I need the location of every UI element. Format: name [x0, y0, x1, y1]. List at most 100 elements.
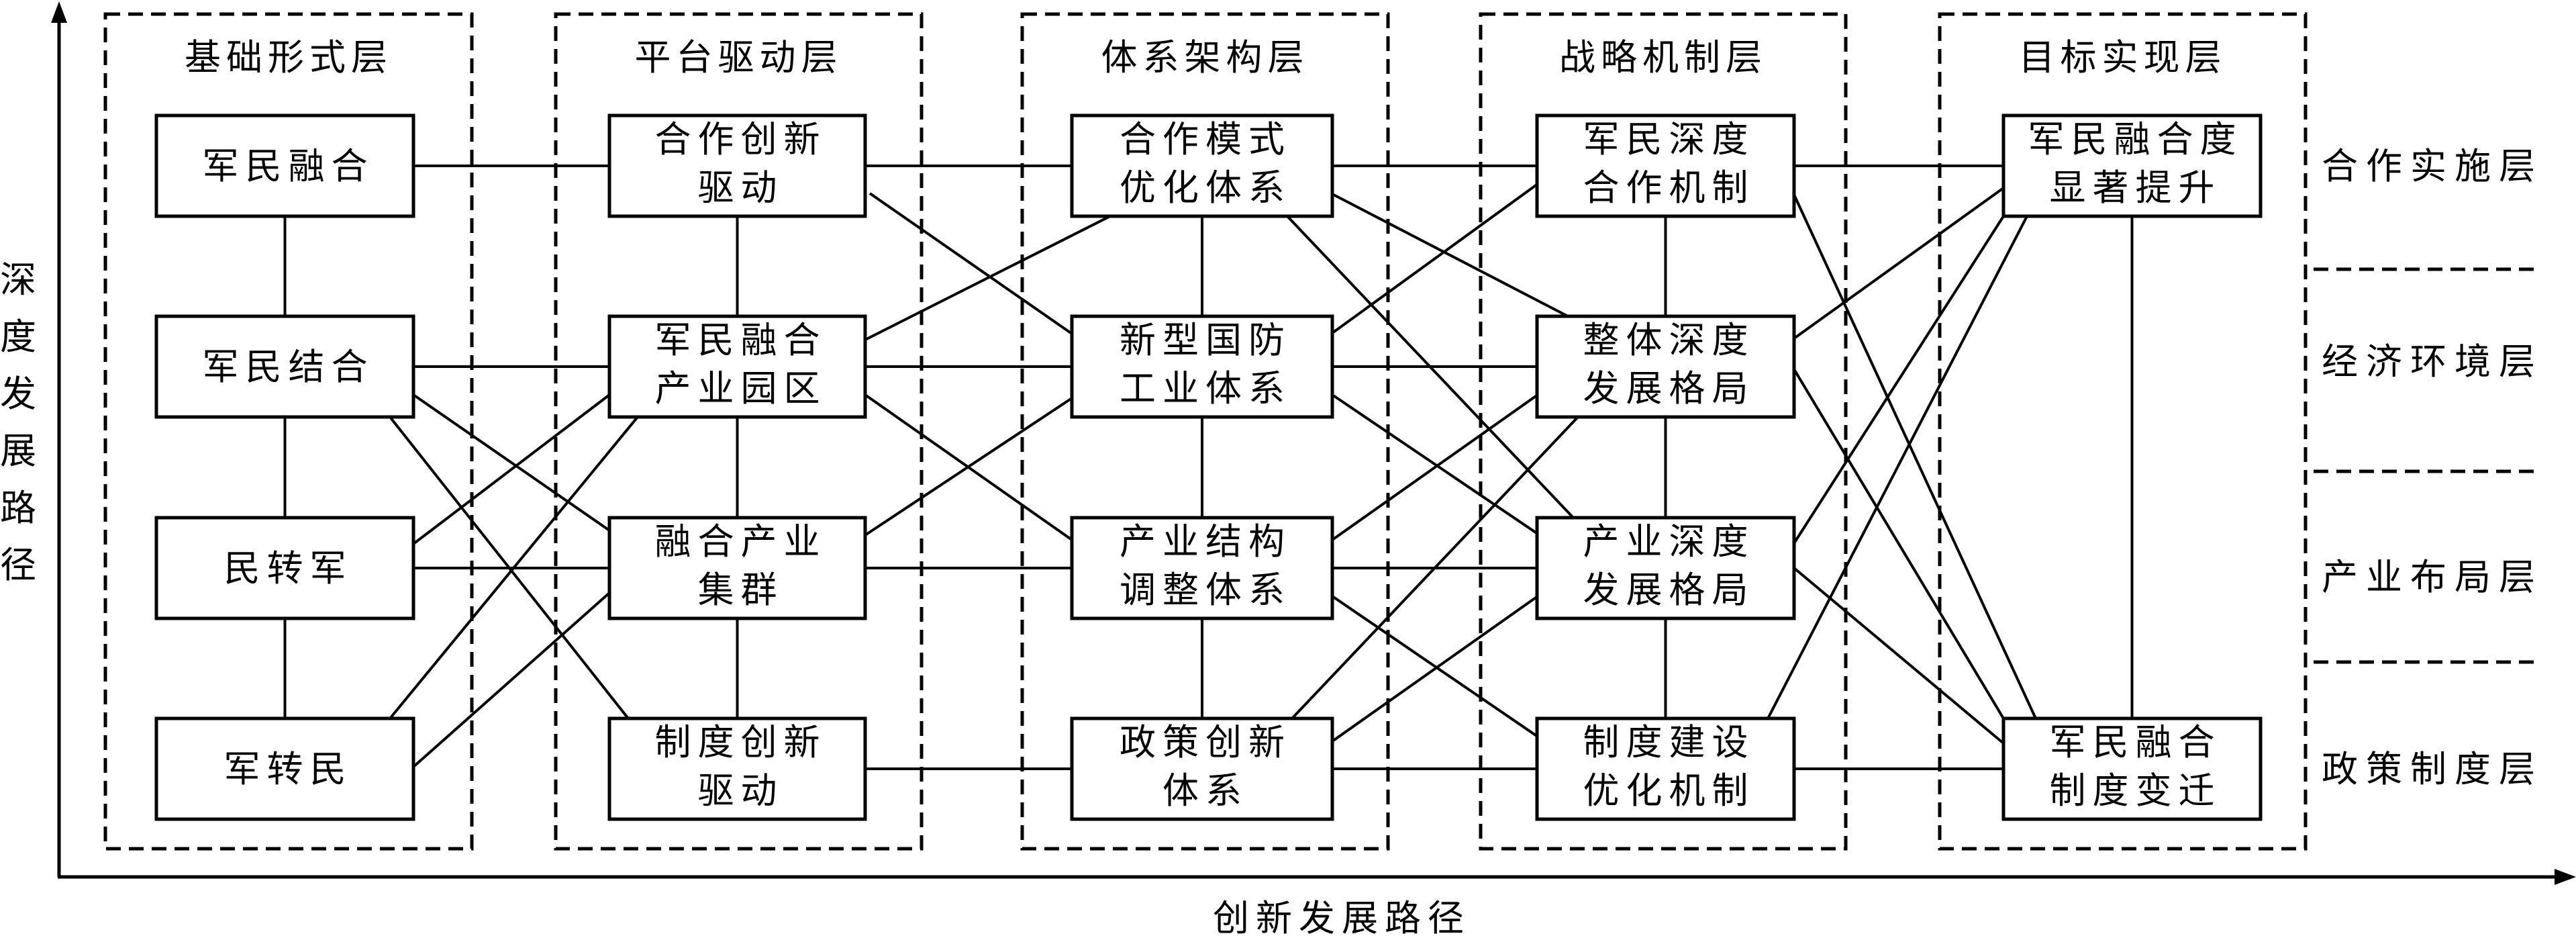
- layer-title: 平台驱动层: [635, 36, 843, 79]
- node-label: 产业深度: [1583, 520, 1755, 563]
- node-label: 新型国防: [1120, 319, 1291, 361]
- node-rect: [2001, 113, 2263, 218]
- row-separators: [2314, 267, 2536, 664]
- x-axis-label: 创新发展路径: [1213, 897, 1471, 936]
- node-rect: [607, 716, 867, 821]
- node-label: 军民深度: [1583, 118, 1755, 160]
- axes: 创新发展路径: [51, 1, 2576, 936]
- connection-line: [389, 416, 639, 720]
- row-label: 政策制度层: [2322, 748, 2543, 790]
- node-label: 政策创新: [1120, 721, 1291, 763]
- connection-line: [1793, 187, 2005, 340]
- node-label: 工业体系: [1120, 367, 1291, 410]
- node-rect: [1070, 314, 1334, 419]
- y-axis-label-char: 发: [0, 373, 43, 415]
- node-label: 制度建设: [1583, 721, 1755, 763]
- node-rect: [607, 113, 867, 218]
- layer-title: 体系架构层: [1101, 36, 1309, 79]
- connection-line: [1767, 216, 2028, 719]
- layer-frame-c4: [1479, 12, 1848, 851]
- node-rect: [1535, 516, 1796, 620]
- node-rect: [154, 516, 415, 620]
- connection-line: [1793, 368, 2005, 720]
- node-rect: [154, 113, 415, 218]
- node-rect: [607, 516, 867, 620]
- node-label: 产业结构: [1120, 520, 1291, 563]
- node-label: 发展格局: [1583, 367, 1755, 410]
- node-label: 军民结合: [203, 346, 375, 388]
- connection-line: [1331, 393, 1539, 541]
- connection-line: [1331, 183, 1539, 334]
- node-label: 军民融合度: [2028, 118, 2243, 160]
- node-label: 合作模式: [1120, 118, 1291, 160]
- node-label: 民转军: [224, 547, 353, 590]
- connection-line: [1331, 595, 1539, 738]
- node-label: 整体深度: [1583, 319, 1755, 361]
- node-box: 军民结合: [154, 314, 415, 419]
- node-rect: [1070, 113, 1334, 218]
- node-label: 调整体系: [1120, 569, 1291, 611]
- node-label: 合作创新: [655, 118, 827, 160]
- node-rect: [2001, 716, 2263, 821]
- node-rect: [1070, 716, 1334, 821]
- node-box: 民转军: [154, 516, 415, 620]
- y-axis-label-char: 度: [0, 316, 43, 358]
- node-label: 显著提升: [2050, 167, 2222, 209]
- node-label: 优化体系: [1120, 167, 1291, 209]
- node-label: 优化机制: [1583, 769, 1755, 812]
- node-label: 军民融合: [2050, 721, 2222, 763]
- node-label: 制度创新: [655, 721, 827, 763]
- node-label: 军民融合: [203, 145, 375, 187]
- connection-line: [1793, 194, 2037, 719]
- connection-line: [1332, 193, 1569, 318]
- y-axis-label-char: 深: [0, 259, 43, 301]
- x-axis-arrow-icon: [2555, 869, 2576, 885]
- connection-line: [1331, 393, 1539, 535]
- node-label: 军转民: [224, 748, 353, 790]
- node-rect: [154, 716, 415, 821]
- connection-line: [412, 393, 611, 532]
- connection-line: [864, 397, 1073, 536]
- layer-frame-c2: [554, 12, 924, 851]
- connection-line: [1793, 567, 2005, 745]
- nodes: 军民融合军民结合民转军军转民合作创新驱动军民融合产业园区融合产业集群制度创新驱动…: [154, 113, 2263, 821]
- layer-frame-c1: [103, 12, 474, 851]
- y-axis-label-char: 径: [0, 544, 43, 586]
- connection-line: [864, 214, 1112, 341]
- connection-line: [1291, 416, 1579, 720]
- node-rect: [154, 314, 415, 419]
- node-label: 融合产业: [655, 520, 827, 563]
- layer-title: 战略机制层: [1559, 36, 1767, 79]
- layer-title: 目标实现层: [2019, 36, 2227, 79]
- connections: [283, 165, 2134, 770]
- layer-title: 基础形式层: [185, 36, 393, 79]
- node-label: 合作机制: [1583, 167, 1755, 209]
- node-box: 军转民: [154, 716, 415, 821]
- node-rect: [607, 314, 867, 419]
- layer-frames: 基础形式层 平台驱动层 体系架构层 战略机制层 目标实现层: [103, 12, 2308, 851]
- connection-line: [1793, 215, 2005, 545]
- layer-frame-c5: [1938, 12, 2308, 851]
- node-label: 驱动: [698, 769, 784, 812]
- node-box: 军民融合: [154, 113, 415, 218]
- row-label: 产业布局层: [2322, 556, 2543, 598]
- connection-line: [1331, 595, 1539, 743]
- node-label: 体系: [1162, 769, 1248, 812]
- node-label: 发展格局: [1583, 569, 1755, 611]
- connection-line: [412, 393, 611, 545]
